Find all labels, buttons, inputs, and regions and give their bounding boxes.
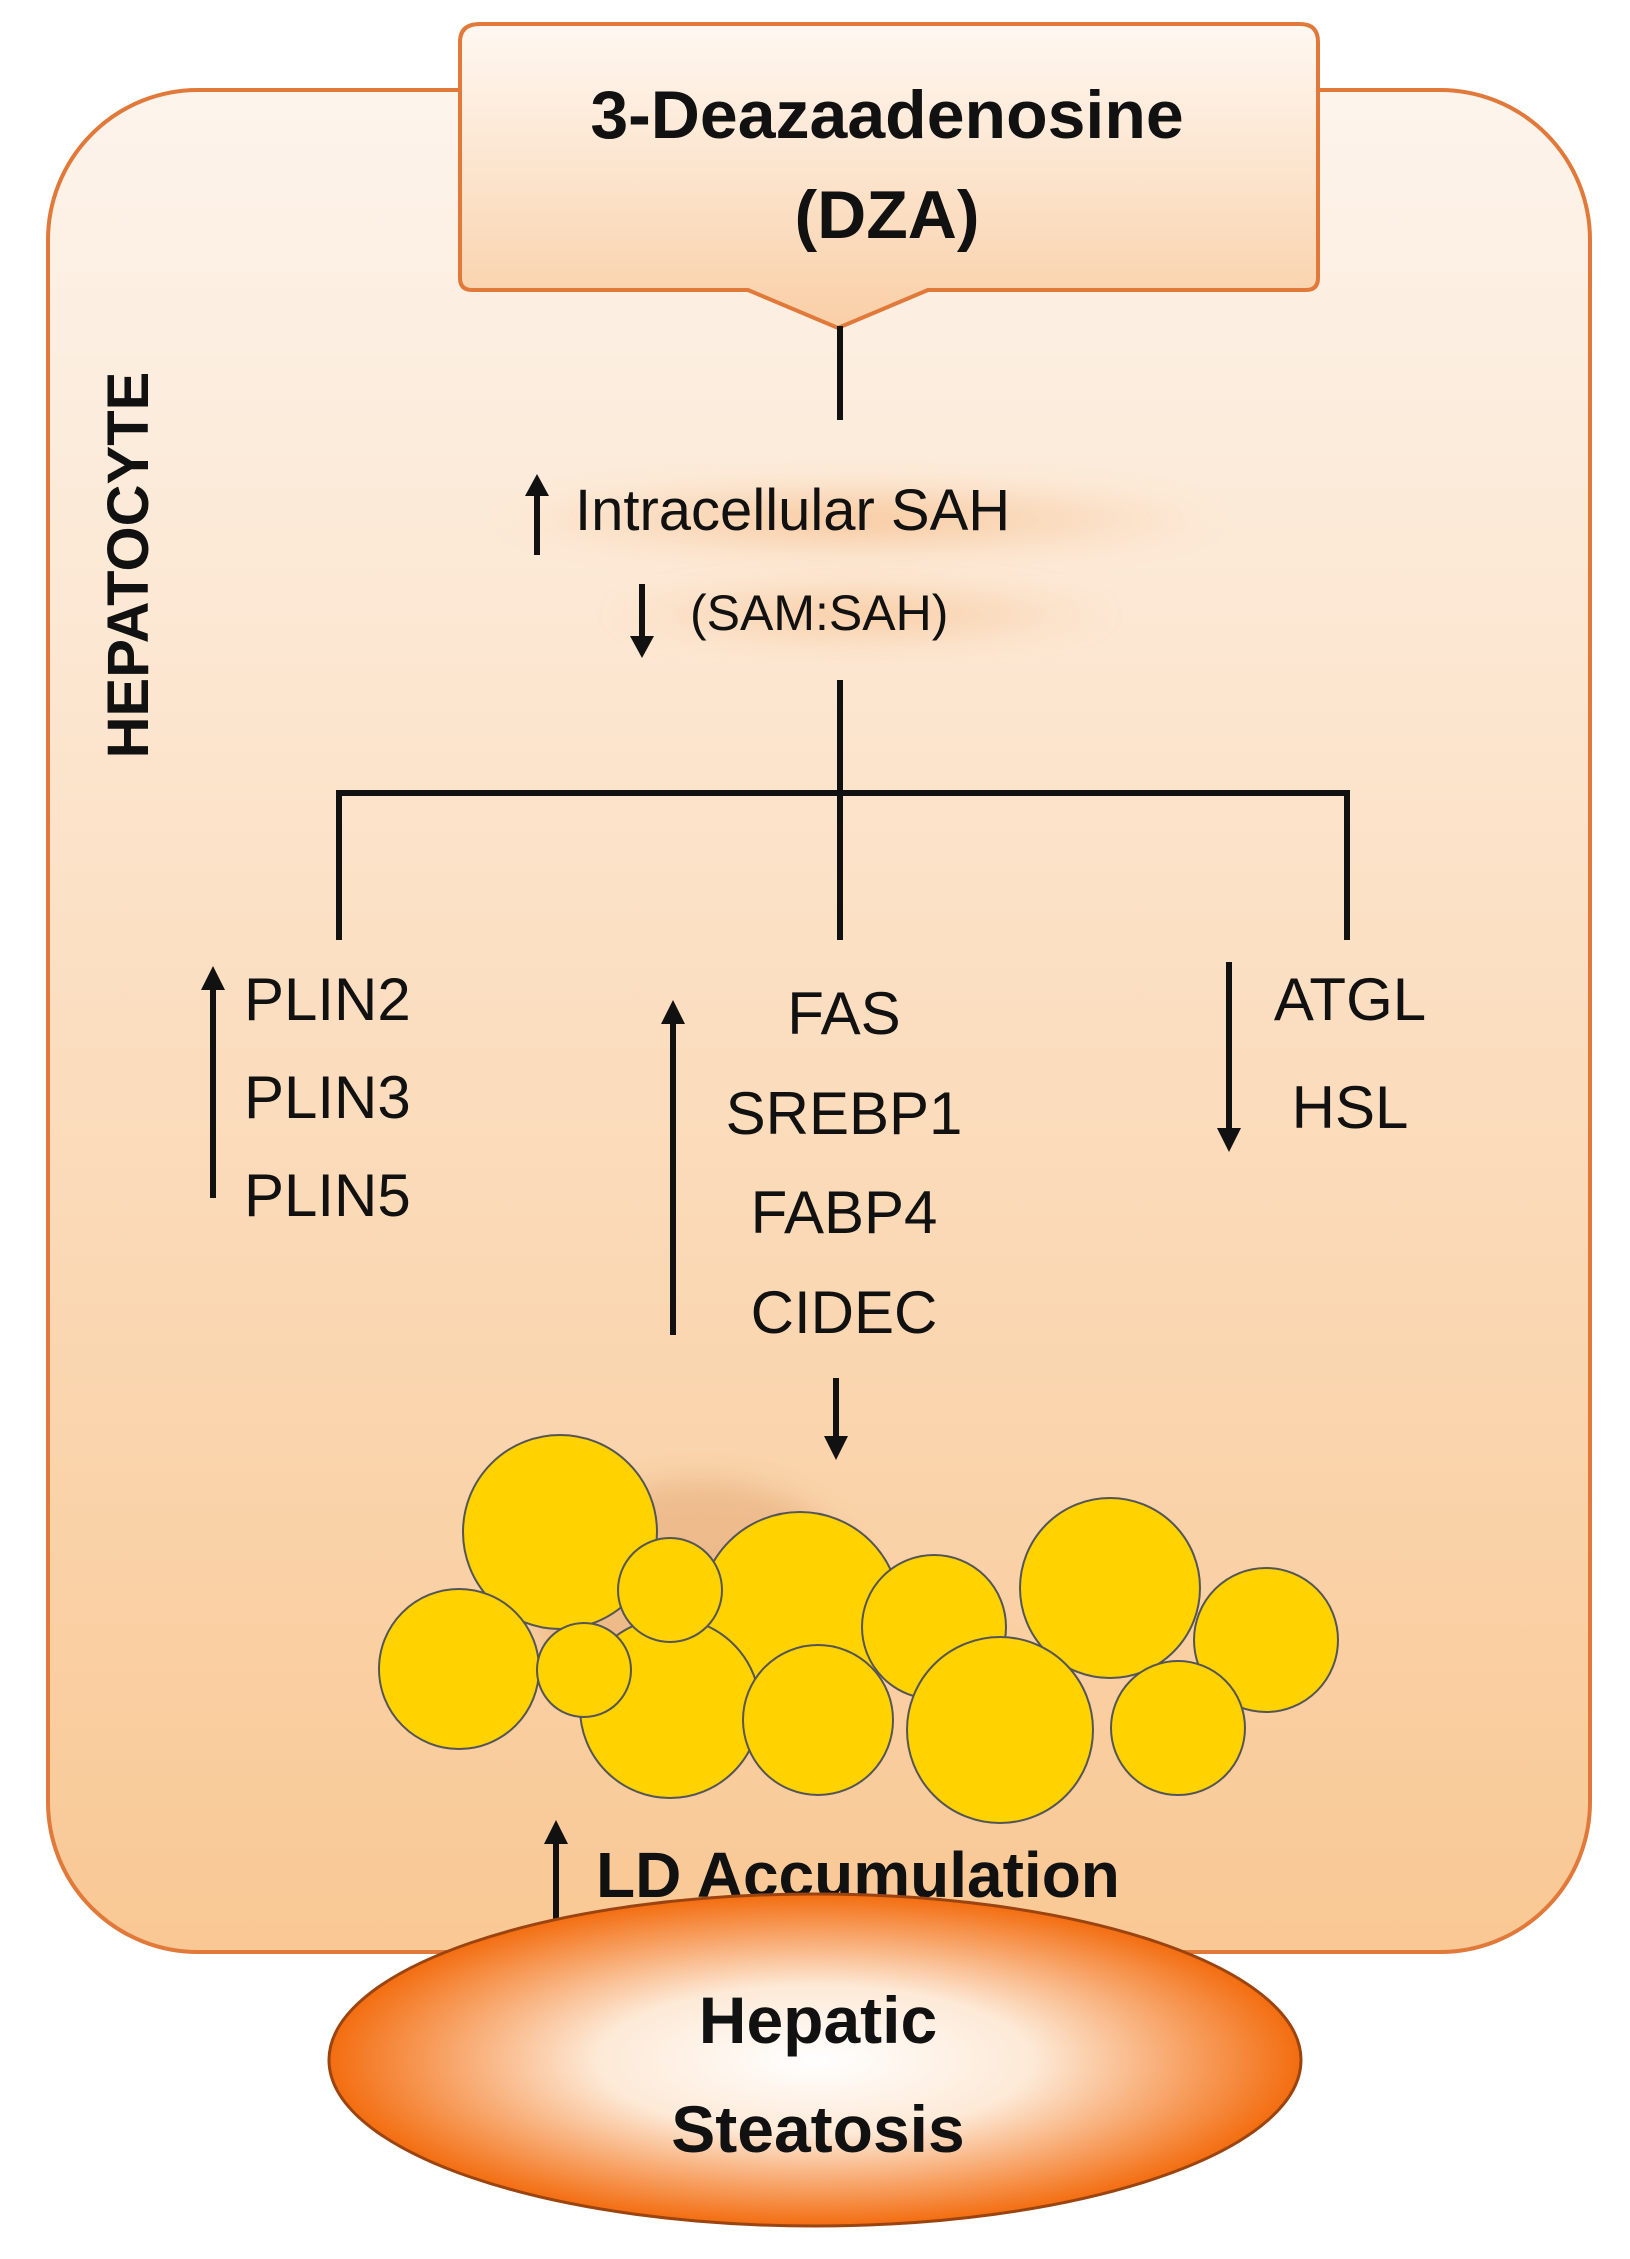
lipid-droplet	[536, 1622, 632, 1718]
lipid-droplet	[906, 1636, 1094, 1824]
drug-abbreviation: (DZA)	[794, 177, 979, 253]
branch-tree	[336, 680, 1350, 940]
atgl-label: ATGL	[1274, 966, 1426, 1033]
cidec-label: CIDEC	[751, 1279, 938, 1346]
outcome-ellipse	[327, 1892, 1303, 2228]
hepatocyte-label: HEPATOCYTE	[96, 372, 161, 759]
ratio-down-arrow	[630, 584, 654, 658]
lipid-droplet	[1193, 1567, 1339, 1713]
lipolysis-down-arrow	[1217, 962, 1241, 1152]
outcome-line1: Hepatic	[699, 1983, 937, 2057]
sah-up-arrow	[525, 474, 549, 555]
ratio-glow	[600, 578, 1120, 650]
plin-up-arrow	[201, 966, 225, 1198]
fabp4-label: FABP4	[751, 1179, 938, 1246]
lipid-droplet	[617, 1537, 723, 1643]
lipid-droplet	[1110, 1660, 1246, 1796]
hsl-label: HSL	[1292, 1074, 1409, 1141]
plin3-label: PLIN3	[244, 1064, 411, 1131]
lipid-droplets	[378, 1434, 1339, 1824]
lipid-droplet	[378, 1588, 540, 1750]
ratio-label: (SAM:SAH)	[690, 585, 948, 641]
drug-name: 3-Deazaadenosine	[590, 77, 1183, 153]
sah-glow	[490, 478, 1230, 560]
ld-up-arrow	[544, 1820, 568, 1922]
fas-label: FAS	[787, 980, 900, 1047]
lipogenesis-up-arrow	[661, 1000, 685, 1335]
drug-box	[458, 22, 1320, 331]
lipid-droplet	[1019, 1497, 1201, 1679]
plin2-label: PLIN2	[244, 966, 411, 1033]
outcome-line2: Steatosis	[671, 2092, 964, 2166]
sah-label: Intracellular SAH	[575, 478, 1010, 543]
lipid-droplet	[742, 1644, 894, 1796]
to-droplets-arrow	[824, 1378, 848, 1460]
srebp1-label: SREBP1	[726, 1080, 963, 1147]
plin5-label: PLIN5	[244, 1162, 411, 1229]
